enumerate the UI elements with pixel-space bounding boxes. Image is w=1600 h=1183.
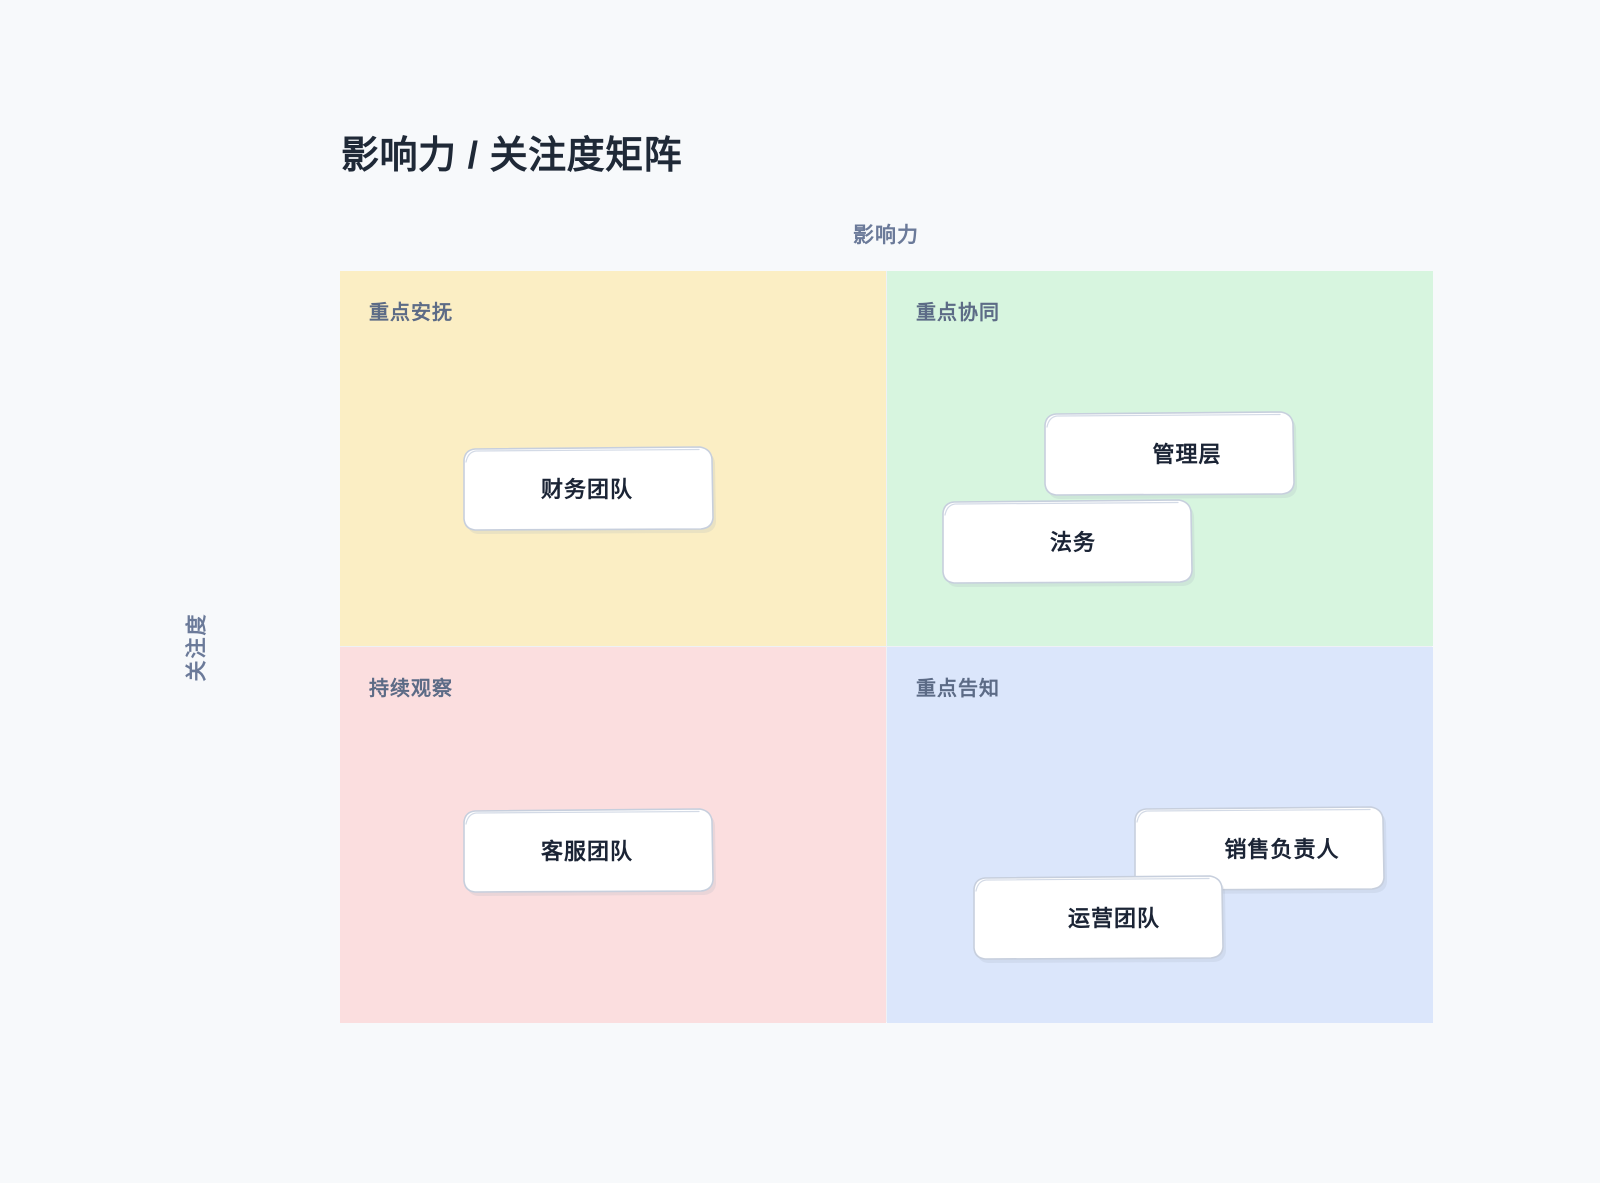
card-sketch-border-finance <box>463 446 716 534</box>
page-title: 影响力 / 关注度矩阵 <box>341 135 683 177</box>
quadrant-monitor[interactable]: 持续观察 客服团队 <box>340 647 886 1023</box>
stakeholder-card-label: 法务 <box>1049 530 1096 555</box>
quadrant-label-monitor: 持续观察 <box>369 678 453 700</box>
stakeholder-card-management[interactable]: 管理层 <box>1043 411 1297 499</box>
card-sketch-border-legal <box>942 499 1195 587</box>
quadrant-label-keep-informed: 重点告知 <box>916 678 1000 700</box>
card-sketch-border-operations <box>973 875 1226 963</box>
stakeholder-card-label: 财务团队 <box>540 477 633 502</box>
y-axis-label-wrap: 关注度 <box>0 271 340 1022</box>
quadrant-keep-satisfied[interactable]: 重点安抚 财务团队 <box>340 271 886 646</box>
quadrant-keep-informed[interactable]: 重点告知 销售负责人 运营团队 <box>887 647 1433 1023</box>
stakeholder-card-label: 客服团队 <box>540 839 633 864</box>
stakeholder-card-finance[interactable]: 财务团队 <box>462 446 716 534</box>
quadrant-label-keep-satisfied: 重点安抚 <box>369 302 453 324</box>
stakeholder-card-label: 管理层 <box>1152 442 1222 467</box>
stakeholder-card-label: 运营团队 <box>1067 906 1160 931</box>
stakeholder-card-label: 销售负责人 <box>1224 837 1340 862</box>
stakeholder-card-legal[interactable]: 法务 <box>941 499 1195 587</box>
impact-interest-matrix: 重点安抚 财务团队 重点协同 管理层 <box>340 271 1433 1023</box>
stakeholder-card-support[interactable]: 客服团队 <box>462 808 716 896</box>
stakeholder-card-sales-lead[interactable]: 销售负责人 <box>1133 806 1387 894</box>
y-axis-label: 关注度 <box>185 612 209 681</box>
card-sketch-border-sales-lead <box>1134 806 1387 894</box>
quadrant-label-manage-closely: 重点协同 <box>916 302 1000 324</box>
card-sketch-border-support <box>463 808 716 896</box>
quadrant-manage-closely[interactable]: 重点协同 管理层 法务 <box>887 271 1433 646</box>
stakeholder-card-operations[interactable]: 运营团队 <box>972 875 1226 963</box>
x-axis-label: 影响力 <box>853 224 919 247</box>
card-sketch-border-management <box>1044 411 1297 499</box>
